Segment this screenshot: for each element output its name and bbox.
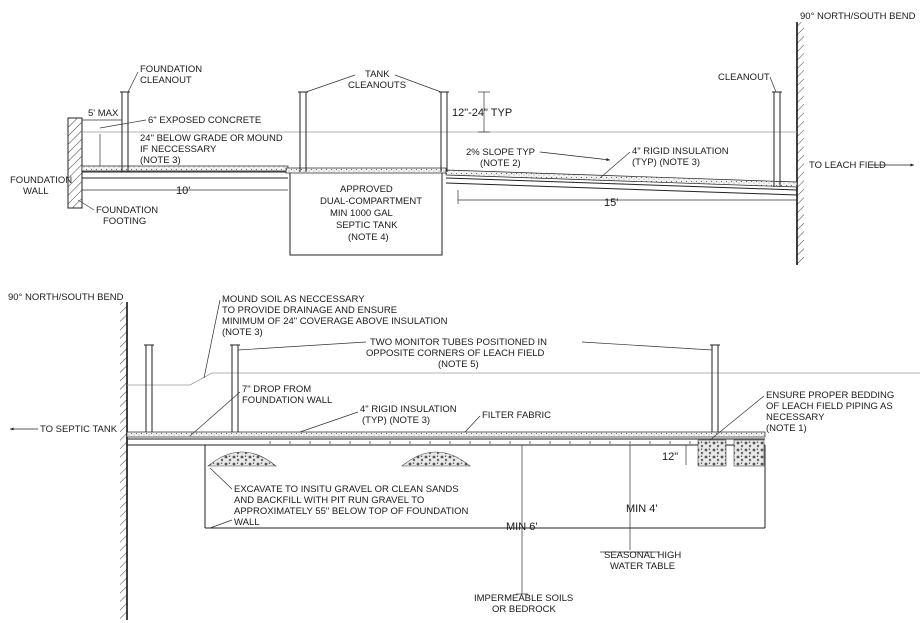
bottom-left-wall — [120, 302, 128, 620]
gravel-mound-left — [207, 451, 277, 467]
seasonal-label-1: SEASONAL HIGH — [604, 550, 681, 561]
min-six-label: MIN 6' — [506, 521, 537, 533]
monitor-tubes-label-2: OPPOSITE CORNERS OF LEACH FIELD — [366, 348, 545, 359]
gravel-mound-right — [401, 451, 471, 467]
bottom-rigid-insulation-label-2: (TYP) (NOTE 3) — [362, 415, 430, 426]
tank-cleanouts-label-1: TANK — [365, 69, 390, 80]
bedding-label-1: ENSURE PROPER BEDDING — [766, 390, 894, 401]
top-left-insulation — [81, 165, 289, 172]
excavate-label-3: APPROXIMATELY 55" BELOW TOP OF FOUNDATIO… — [234, 506, 469, 517]
drop-label-1: 7" DROP FROM — [242, 384, 311, 395]
monitor-tubes-label-1: TWO MONITOR TUBES POSITIONED IN — [370, 337, 547, 348]
impermeable-label-1: IMPERMEABLE SOILS — [474, 593, 573, 604]
foundation-footing-label-1: FOUNDATION — [96, 205, 158, 216]
twelve-in-label: 12" — [662, 451, 678, 463]
cleanout-pipe-right — [772, 91, 782, 187]
foundation-footing-label-2: FOOTING — [103, 216, 146, 227]
ten-ft-label: 10' — [176, 185, 190, 197]
to-leach-field-label: TO LEACH FIELD — [809, 160, 886, 171]
bedding-label-3: NECESSARY — [766, 412, 825, 423]
gravel-bedding-block-2 — [733, 439, 765, 467]
top-right-wall — [796, 22, 804, 265]
monitor-tube-right — [710, 344, 720, 432]
seasonal-label-2: WATER TABLE — [610, 561, 675, 572]
foundation-cleanout-label-1: FOUNDATION — [140, 64, 202, 75]
to-septic-tank-label: TO SEPTIC TANK — [40, 424, 118, 435]
typ-depth-label: 12"-24" TYP — [452, 107, 512, 119]
impermeable-label-2: OR BEDROCK — [492, 604, 557, 615]
foundation-wall-label-2: WALL — [23, 186, 49, 197]
min-four-label: MIN 4' — [626, 503, 657, 515]
bottom-bend-label: 90° NORTH/SOUTH BEND — [8, 292, 124, 303]
top-foundation-wall — [67, 117, 83, 209]
tank-label-1: APPROVED — [340, 184, 393, 195]
filter-fabric-label: FILTER FABRIC — [482, 410, 551, 421]
tank-label-3: MIN 1000 GAL — [330, 208, 393, 219]
slope-label-1: 2% SLOPE TYP — [466, 147, 535, 158]
foundation-wall-label-1: FOUNDATION — [10, 175, 72, 186]
below-grade-label-2: IF NECCESSARY — [140, 144, 217, 155]
excavate-label-1: EXCAVATE TO INSITU GRAVEL OR CLEAN SANDS — [234, 484, 459, 495]
slope-label-2: (NOTE 2) — [480, 158, 521, 169]
bedding-label-4: (NOTE 1) — [766, 423, 807, 434]
excavate-label-2: AND BACKFILL WITH PIT RUN GRAVEL TO — [234, 495, 424, 506]
mound-soil-label-4: (NOTE 3) — [222, 327, 263, 338]
gravel-bedding-block-1 — [697, 439, 727, 467]
tank-label-4: SEPTIC TANK — [336, 220, 398, 231]
mound-soil-label-2: TO PROVIDE DRAINAGE AND ENSURE — [222, 305, 397, 316]
tank-label-5: (NOTE 4) — [348, 232, 389, 243]
fifteen-ft-label: 15' — [604, 197, 618, 209]
exposed-concrete-label: 6" EXPOSED CONCRETE — [148, 115, 261, 126]
top-right-insulation — [445, 169, 798, 188]
mound-grade-line — [127, 372, 920, 386]
top-bend-label: 90° NORTH/SOUTH BEND — [800, 11, 916, 22]
tank-label-2: DUAL-COMPARTMENT — [320, 196, 422, 207]
monitor-tube-left — [144, 344, 154, 432]
tank-cleanouts-label-2: CLEANOUTS — [348, 80, 406, 91]
below-grade-label-1: 24" BELOW GRADE OR MOUND — [140, 133, 283, 144]
five-max-label: 5' MAX — [88, 108, 119, 119]
mound-soil-label-3: MINIMUM OF 24" COVERAGE ABOVE INSULATION — [222, 316, 448, 327]
cleanout-label: CLEANOUT — [718, 72, 770, 83]
bottom-insulation — [126, 431, 766, 438]
drop-label-2: FOUNDATION WALL — [242, 395, 332, 406]
mound-soil-label-1: MOUND SOIL AS NECCESSARY — [222, 294, 365, 305]
bottom-rigid-insulation-label-1: 4" RIGID INSULATION — [360, 404, 457, 415]
excavate-label-4: WALL — [234, 517, 260, 528]
monitor-tube-center — [230, 344, 240, 432]
monitor-tubes-label-3: (NOTE 5) — [438, 359, 479, 370]
foundation-cleanout-label-2: CLEANOUT — [140, 75, 192, 86]
rigid-insulation-label-1: 4" RIGID INSULATION — [632, 146, 729, 157]
bedding-label-2: OF LEACH FIELD PIPING AS — [766, 401, 893, 412]
below-grade-label-3: (NOTE 3) — [140, 155, 181, 166]
rigid-insulation-label-2: (TYP) (NOTE 3) — [632, 157, 700, 168]
